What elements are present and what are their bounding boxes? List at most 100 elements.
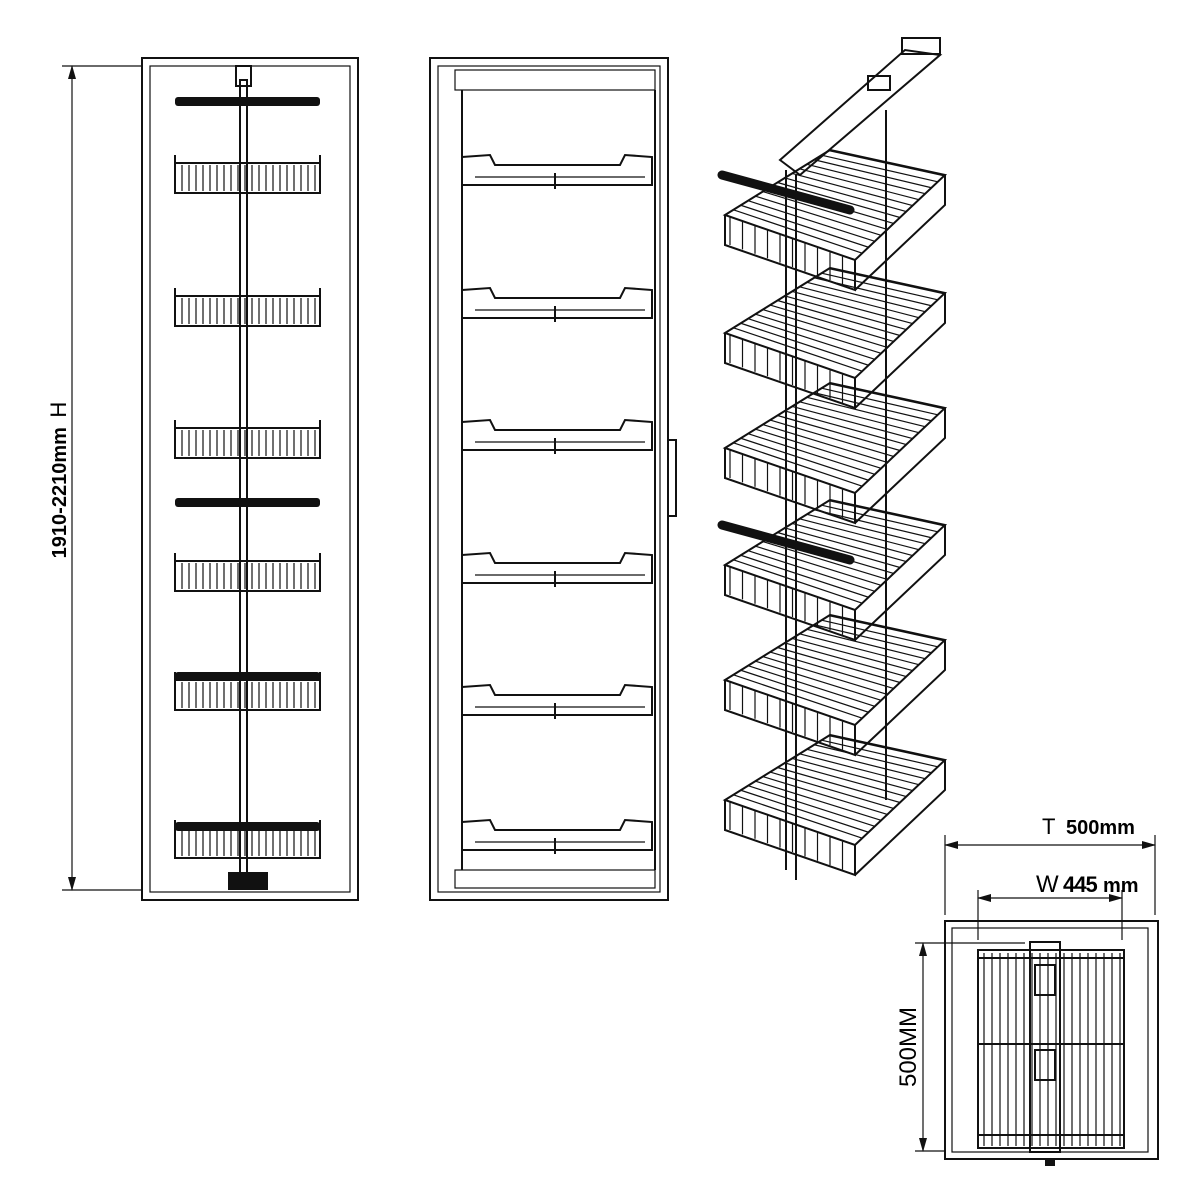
basket — [722, 266, 948, 410]
hanging-rail — [175, 822, 320, 831]
basket-wire — [821, 154, 938, 183]
basket-wire — [806, 163, 926, 195]
basket-outline — [174, 288, 321, 327]
basket — [174, 820, 321, 859]
basket-wire — [740, 669, 869, 713]
basket-wire — [806, 748, 926, 780]
basket — [174, 155, 321, 194]
basket-wire — [806, 396, 926, 428]
basket-wire — [769, 419, 894, 458]
basket-wire — [755, 780, 882, 821]
basket-wire — [828, 735, 945, 762]
svg-text:1910-2210mm H: 1910-2210mm H — [46, 402, 71, 559]
basket-wire — [777, 414, 901, 452]
basket-wire — [821, 619, 938, 648]
basket-side — [854, 760, 946, 876]
basket-wire — [784, 177, 907, 213]
basket-side — [854, 408, 946, 524]
basket-wire — [762, 424, 888, 463]
basket-wire — [740, 204, 869, 248]
top-rail — [454, 69, 656, 91]
basket-side — [854, 293, 946, 409]
plan-view — [944, 920, 1159, 1166]
front-view — [141, 57, 359, 901]
basket-wire — [792, 757, 913, 792]
basket-wire — [747, 550, 875, 592]
basket-wire — [762, 309, 888, 348]
basket-wire — [799, 518, 920, 551]
basket-wire — [769, 304, 894, 343]
basket-wire — [762, 191, 888, 230]
hanging-rail — [175, 672, 320, 681]
basket-wire — [777, 181, 901, 219]
basket-wire — [799, 286, 920, 319]
basket-wire — [814, 277, 932, 307]
basket-wire — [733, 209, 863, 254]
basket-wire — [799, 753, 920, 786]
basket-wire — [806, 628, 926, 660]
basket-profile — [461, 818, 653, 851]
slide-bracket — [1034, 964, 1056, 996]
basket-wire — [792, 637, 913, 672]
basket-wire — [828, 615, 945, 642]
basket — [717, 498, 948, 642]
basket-wire — [784, 527, 907, 563]
height-suffix: H — [46, 402, 71, 418]
height-dimension: 1910-2210mm H — [46, 65, 142, 891]
basket-wire — [762, 776, 888, 815]
basket-wire — [821, 739, 938, 768]
basket-wire — [821, 504, 938, 533]
hanging-rail — [717, 170, 855, 215]
basket-wire — [769, 651, 894, 690]
basket-wire — [821, 387, 938, 416]
basket-front — [724, 215, 856, 292]
basket — [722, 381, 948, 525]
top-mount-plate — [901, 37, 941, 55]
basket-wire — [777, 531, 901, 569]
basket-wire — [747, 665, 875, 707]
basket-outline — [174, 553, 321, 592]
basket-wire — [733, 327, 863, 372]
basket-wire — [814, 744, 932, 774]
basket-wire — [733, 794, 863, 839]
basket-wire — [799, 168, 920, 201]
basket-wire — [784, 410, 907, 446]
basket-wire — [777, 766, 901, 804]
basket-wire — [747, 200, 875, 242]
foot — [1045, 1158, 1055, 1166]
cabinet-depth-dimension: 500MM — [895, 942, 1025, 1152]
basket-wire — [806, 281, 926, 313]
width-unit: mm — [1103, 875, 1139, 897]
hanging-rail — [175, 498, 320, 507]
basket-side — [854, 175, 946, 291]
basket-outline — [174, 155, 321, 194]
basket-wire — [814, 509, 932, 539]
basket-wire — [814, 624, 932, 654]
basket — [717, 148, 948, 292]
width-prefix: W — [1036, 871, 1059, 898]
cabinet-inner-frame — [951, 927, 1149, 1153]
basket-wire — [762, 541, 888, 580]
bottom-base — [228, 872, 268, 890]
basket-wire — [762, 656, 888, 695]
basket-wire — [740, 554, 869, 598]
basket-wire — [733, 559, 863, 604]
cabinet-inner-frame — [437, 65, 661, 893]
width-dimension: W 445 mm — [977, 871, 1139, 940]
basket-profile — [461, 153, 653, 186]
basket-wire — [814, 392, 932, 422]
depth-label: 500mm — [1066, 817, 1135, 839]
basket-wire — [784, 642, 907, 678]
basket-wire — [755, 545, 882, 586]
basket-wire — [755, 195, 882, 236]
top-mount-plate — [867, 75, 891, 91]
basket-wire — [755, 428, 882, 469]
basket — [461, 683, 653, 719]
cabinet-depth-label: 500MM — [895, 1007, 922, 1087]
basket-wire — [799, 633, 920, 666]
basket-wire — [828, 383, 945, 410]
cabinet-outer-frame — [944, 920, 1159, 1160]
perspective-view — [717, 37, 948, 880]
basket — [174, 288, 321, 327]
